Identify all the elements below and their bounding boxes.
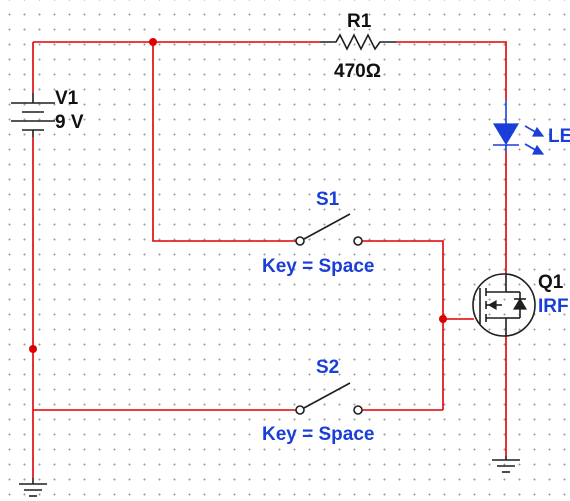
mosfet-body-circle bbox=[472, 273, 536, 337]
switch-s2-contact-right bbox=[353, 405, 363, 415]
switch-s1-key-label: Key = Space bbox=[262, 256, 375, 277]
junction-gate[interactable] bbox=[439, 315, 447, 323]
switch-s1-contact-right bbox=[353, 236, 363, 246]
junction-left[interactable] bbox=[29, 345, 37, 353]
mosfet-arrow bbox=[487, 299, 497, 311]
ground-left[interactable] bbox=[19, 478, 47, 497]
switch-s2[interactable]: S2 Key = Space bbox=[262, 357, 375, 445]
led-arrow-2-head bbox=[532, 144, 545, 155]
wire-top-right[interactable] bbox=[396, 41, 507, 100]
switch-s2-lever bbox=[303, 382, 351, 409]
led-triangle bbox=[492, 123, 520, 146]
battery-value-label: 9 V bbox=[55, 112, 84, 133]
switch-s1-ref-label: S1 bbox=[316, 189, 340, 210]
ground-right[interactable] bbox=[492, 456, 520, 473]
led[interactable]: LE bbox=[492, 100, 570, 155]
resistor-zigzag bbox=[320, 33, 396, 51]
mosfet-diode-triangle bbox=[512, 297, 528, 310]
switch-s1[interactable]: S1 Key = Space bbox=[262, 189, 375, 277]
battery-ref-label: V1 bbox=[55, 88, 79, 109]
switch-s1-contact-left bbox=[295, 236, 305, 246]
mosfet-q1[interactable]: Q1 IRF bbox=[472, 272, 569, 337]
mosfet-ref-label: Q1 bbox=[538, 272, 564, 293]
switch-s2-key-label: Key = Space bbox=[262, 424, 375, 445]
mosfet-part-label: IRF bbox=[538, 296, 569, 317]
junction-top[interactable] bbox=[149, 38, 157, 46]
wire-s1-feed[interactable] bbox=[152, 42, 296, 242]
led-ref-label: LE bbox=[548, 126, 570, 147]
resistor-r1[interactable]: R1 470Ω bbox=[320, 11, 396, 82]
resistor-value-label: 470Ω bbox=[334, 61, 381, 82]
wire-s1-out[interactable] bbox=[362, 240, 444, 410]
switch-s2-ref-label: S2 bbox=[316, 357, 339, 378]
wires bbox=[32, 41, 507, 478]
battery-v1[interactable]: V1 9 V bbox=[11, 88, 84, 137]
led-arrow-1-head bbox=[532, 126, 545, 137]
switch-s2-contact-left bbox=[295, 405, 305, 415]
switch-s1-lever bbox=[303, 213, 351, 240]
resistor-ref-label: R1 bbox=[347, 11, 372, 32]
